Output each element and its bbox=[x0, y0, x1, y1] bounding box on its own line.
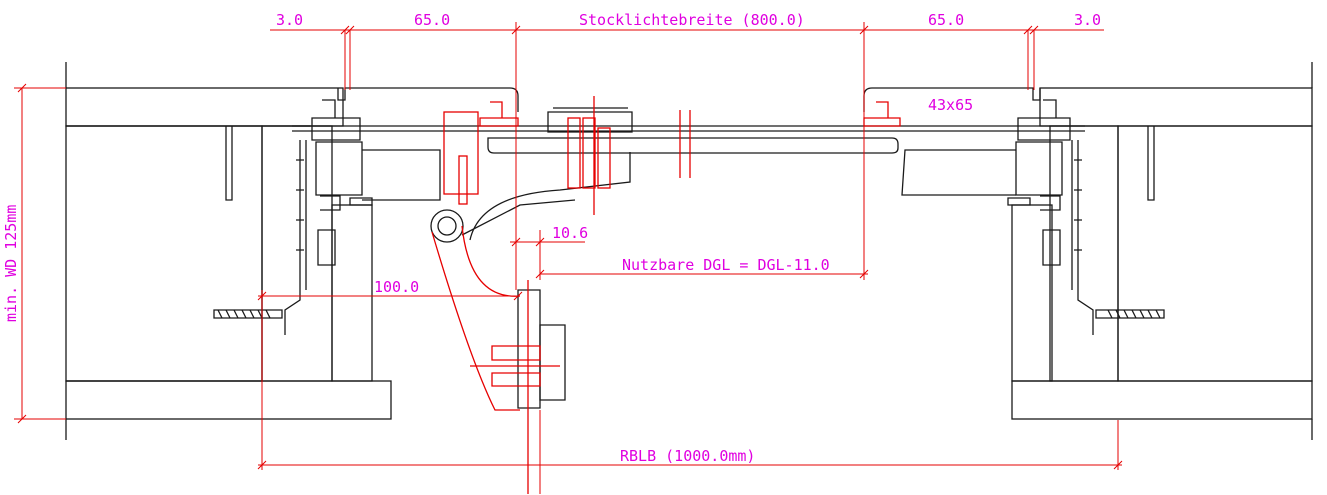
dim-offset: 10.6 bbox=[552, 224, 588, 242]
right-bottom-plaster bbox=[1011, 380, 1313, 420]
hinge-hardware bbox=[430, 96, 901, 494]
break-lines bbox=[65, 62, 1313, 440]
right-fill bbox=[1011, 204, 1053, 382]
dim-wall-thickness: min. WD 125mm bbox=[2, 205, 20, 322]
left-top-plaster bbox=[65, 87, 344, 127]
left-wall bbox=[65, 87, 392, 420]
dim-frame-right: 65.0 bbox=[928, 11, 964, 29]
right-top-plaster bbox=[1039, 87, 1313, 127]
dim-door-swing: 100.0 bbox=[374, 278, 419, 296]
dim-rough-opening: RBLB (1000.0mm) bbox=[620, 447, 755, 465]
dim-profile: 43x65 bbox=[928, 96, 973, 114]
right-wall bbox=[1011, 87, 1313, 420]
right-wall-core bbox=[1117, 125, 1313, 382]
dim-gap-left: 3.0 bbox=[276, 11, 303, 29]
right-frame-profile bbox=[863, 87, 1094, 335]
dim-usable-width: Nutzbare DGL = DGL-11.0 bbox=[622, 256, 830, 274]
screws bbox=[213, 126, 1165, 319]
dim-gap-right: 3.0 bbox=[1074, 11, 1101, 29]
left-fill bbox=[331, 204, 373, 382]
left-wall-inner bbox=[261, 125, 333, 382]
dimension-lines bbox=[14, 22, 1123, 494]
dim-frame-left: 65.0 bbox=[414, 11, 450, 29]
door-leaf bbox=[292, 107, 1085, 241]
dim-clear-width: Stocklichtebreite (800.0) bbox=[579, 11, 805, 29]
left-bottom-plaster bbox=[65, 380, 392, 420]
left-frame-profile bbox=[284, 87, 519, 335]
